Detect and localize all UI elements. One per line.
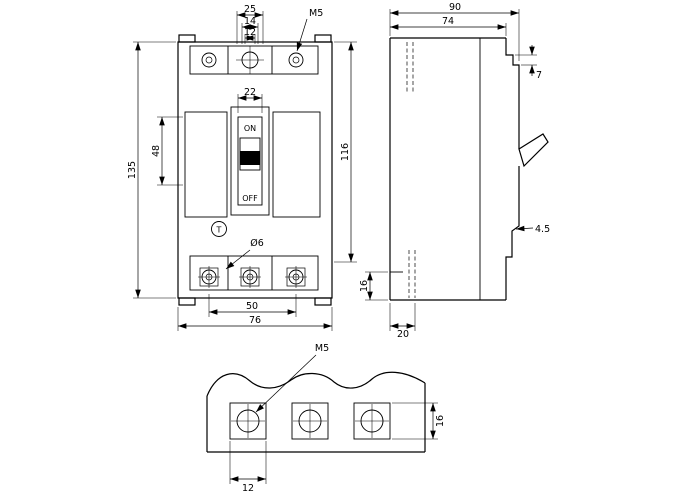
dim-text-90: 90 <box>449 2 461 13</box>
mount-ear-top-left <box>178 34 196 43</box>
dim-116: 116 <box>334 41 357 263</box>
toggle-recess <box>230 106 270 216</box>
on-label: ON <box>244 124 256 133</box>
mount-ear-top-right <box>314 34 332 43</box>
dim-74: 74 <box>390 16 507 36</box>
dim-text-25: 25 <box>244 4 256 15</box>
side-front-profile-lower <box>505 166 520 300</box>
terminal-screw-inner <box>205 56 213 64</box>
dia6-leader-line <box>225 249 251 270</box>
dim-text-74: 74 <box>442 16 454 27</box>
dim-text-50: 50 <box>246 301 258 312</box>
dim-text-22: 22 <box>244 87 256 98</box>
test-button-circle <box>211 221 227 237</box>
top-terminal-block <box>189 45 319 75</box>
front-view: 25 14 12 M5 135 48 <box>127 4 357 331</box>
terminal-pad <box>229 402 267 440</box>
terminal-pad <box>353 402 391 440</box>
bottom-view: M5 16 12 <box>206 343 446 494</box>
dim-text-14: 14 <box>244 16 256 27</box>
mount-ear-bottom-right <box>314 297 332 306</box>
off-label: OFF <box>242 194 258 203</box>
dim-text-12: 12 <box>244 27 256 38</box>
top-dimensions: 25 14 12 <box>236 4 264 44</box>
side-view: 90 74 7 4.5 16 <box>359 2 550 340</box>
dim-20: 20 <box>389 303 416 340</box>
dim-text-16-bottom: 16 <box>435 415 446 427</box>
dim-135: 135 <box>127 41 176 299</box>
terminal-screw <box>201 52 217 68</box>
bottom-terminal-outline <box>189 255 319 291</box>
dim-16-bottom: 16 <box>392 402 446 440</box>
dim-text-16-side: 16 <box>359 280 370 292</box>
dim-22: 22 <box>237 87 263 113</box>
m5-leader-line-bottom <box>255 354 317 413</box>
break-line-wavy <box>206 371 426 397</box>
toggle-slot <box>237 116 263 206</box>
m5-leader-line <box>296 18 308 52</box>
dim-76: 76 <box>177 307 333 331</box>
thread-callout-m5-bottom: M5 <box>315 343 329 354</box>
terminal-pad <box>291 402 329 440</box>
dim-48: 48 <box>151 116 183 186</box>
dim-text-4-5: 4.5 <box>535 224 550 235</box>
left-panel <box>184 111 228 218</box>
operating-handle <box>518 133 549 168</box>
terminal-pads <box>229 402 391 440</box>
hole-dia-callout: Ø6 <box>250 238 264 249</box>
terminal-screw <box>288 52 304 68</box>
mount-ear-bottom-left <box>178 297 196 306</box>
dim-text-76: 76 <box>249 315 261 326</box>
dim-7: 7 <box>515 45 542 81</box>
top-terminal-outline <box>189 45 319 75</box>
dim-text-116: 116 <box>340 143 351 161</box>
bottom-terminal-block <box>189 255 319 291</box>
test-button-label: T <box>216 226 222 235</box>
switch-area: ON OFF <box>184 106 321 218</box>
dim-text-135: 135 <box>127 161 138 179</box>
dim-text-12-bottom: 12 <box>242 483 254 494</box>
terminal-screw-inner <box>292 56 300 64</box>
step-leader-line <box>515 225 534 232</box>
toggle-handle-grip <box>240 151 260 165</box>
dim-90: 90 <box>389 2 520 61</box>
dim-text-20: 20 <box>397 329 409 340</box>
thread-callout-m5: M5 <box>309 8 323 19</box>
dim-50: 50 <box>208 294 297 317</box>
dim-16-side: 16 <box>359 271 388 301</box>
side-front-profile-upper <box>505 38 520 149</box>
right-panel <box>272 111 321 218</box>
dim-12-bottom: 12 <box>229 441 267 494</box>
dim-text-7: 7 <box>536 70 542 81</box>
dim-text-48: 48 <box>151 145 162 157</box>
